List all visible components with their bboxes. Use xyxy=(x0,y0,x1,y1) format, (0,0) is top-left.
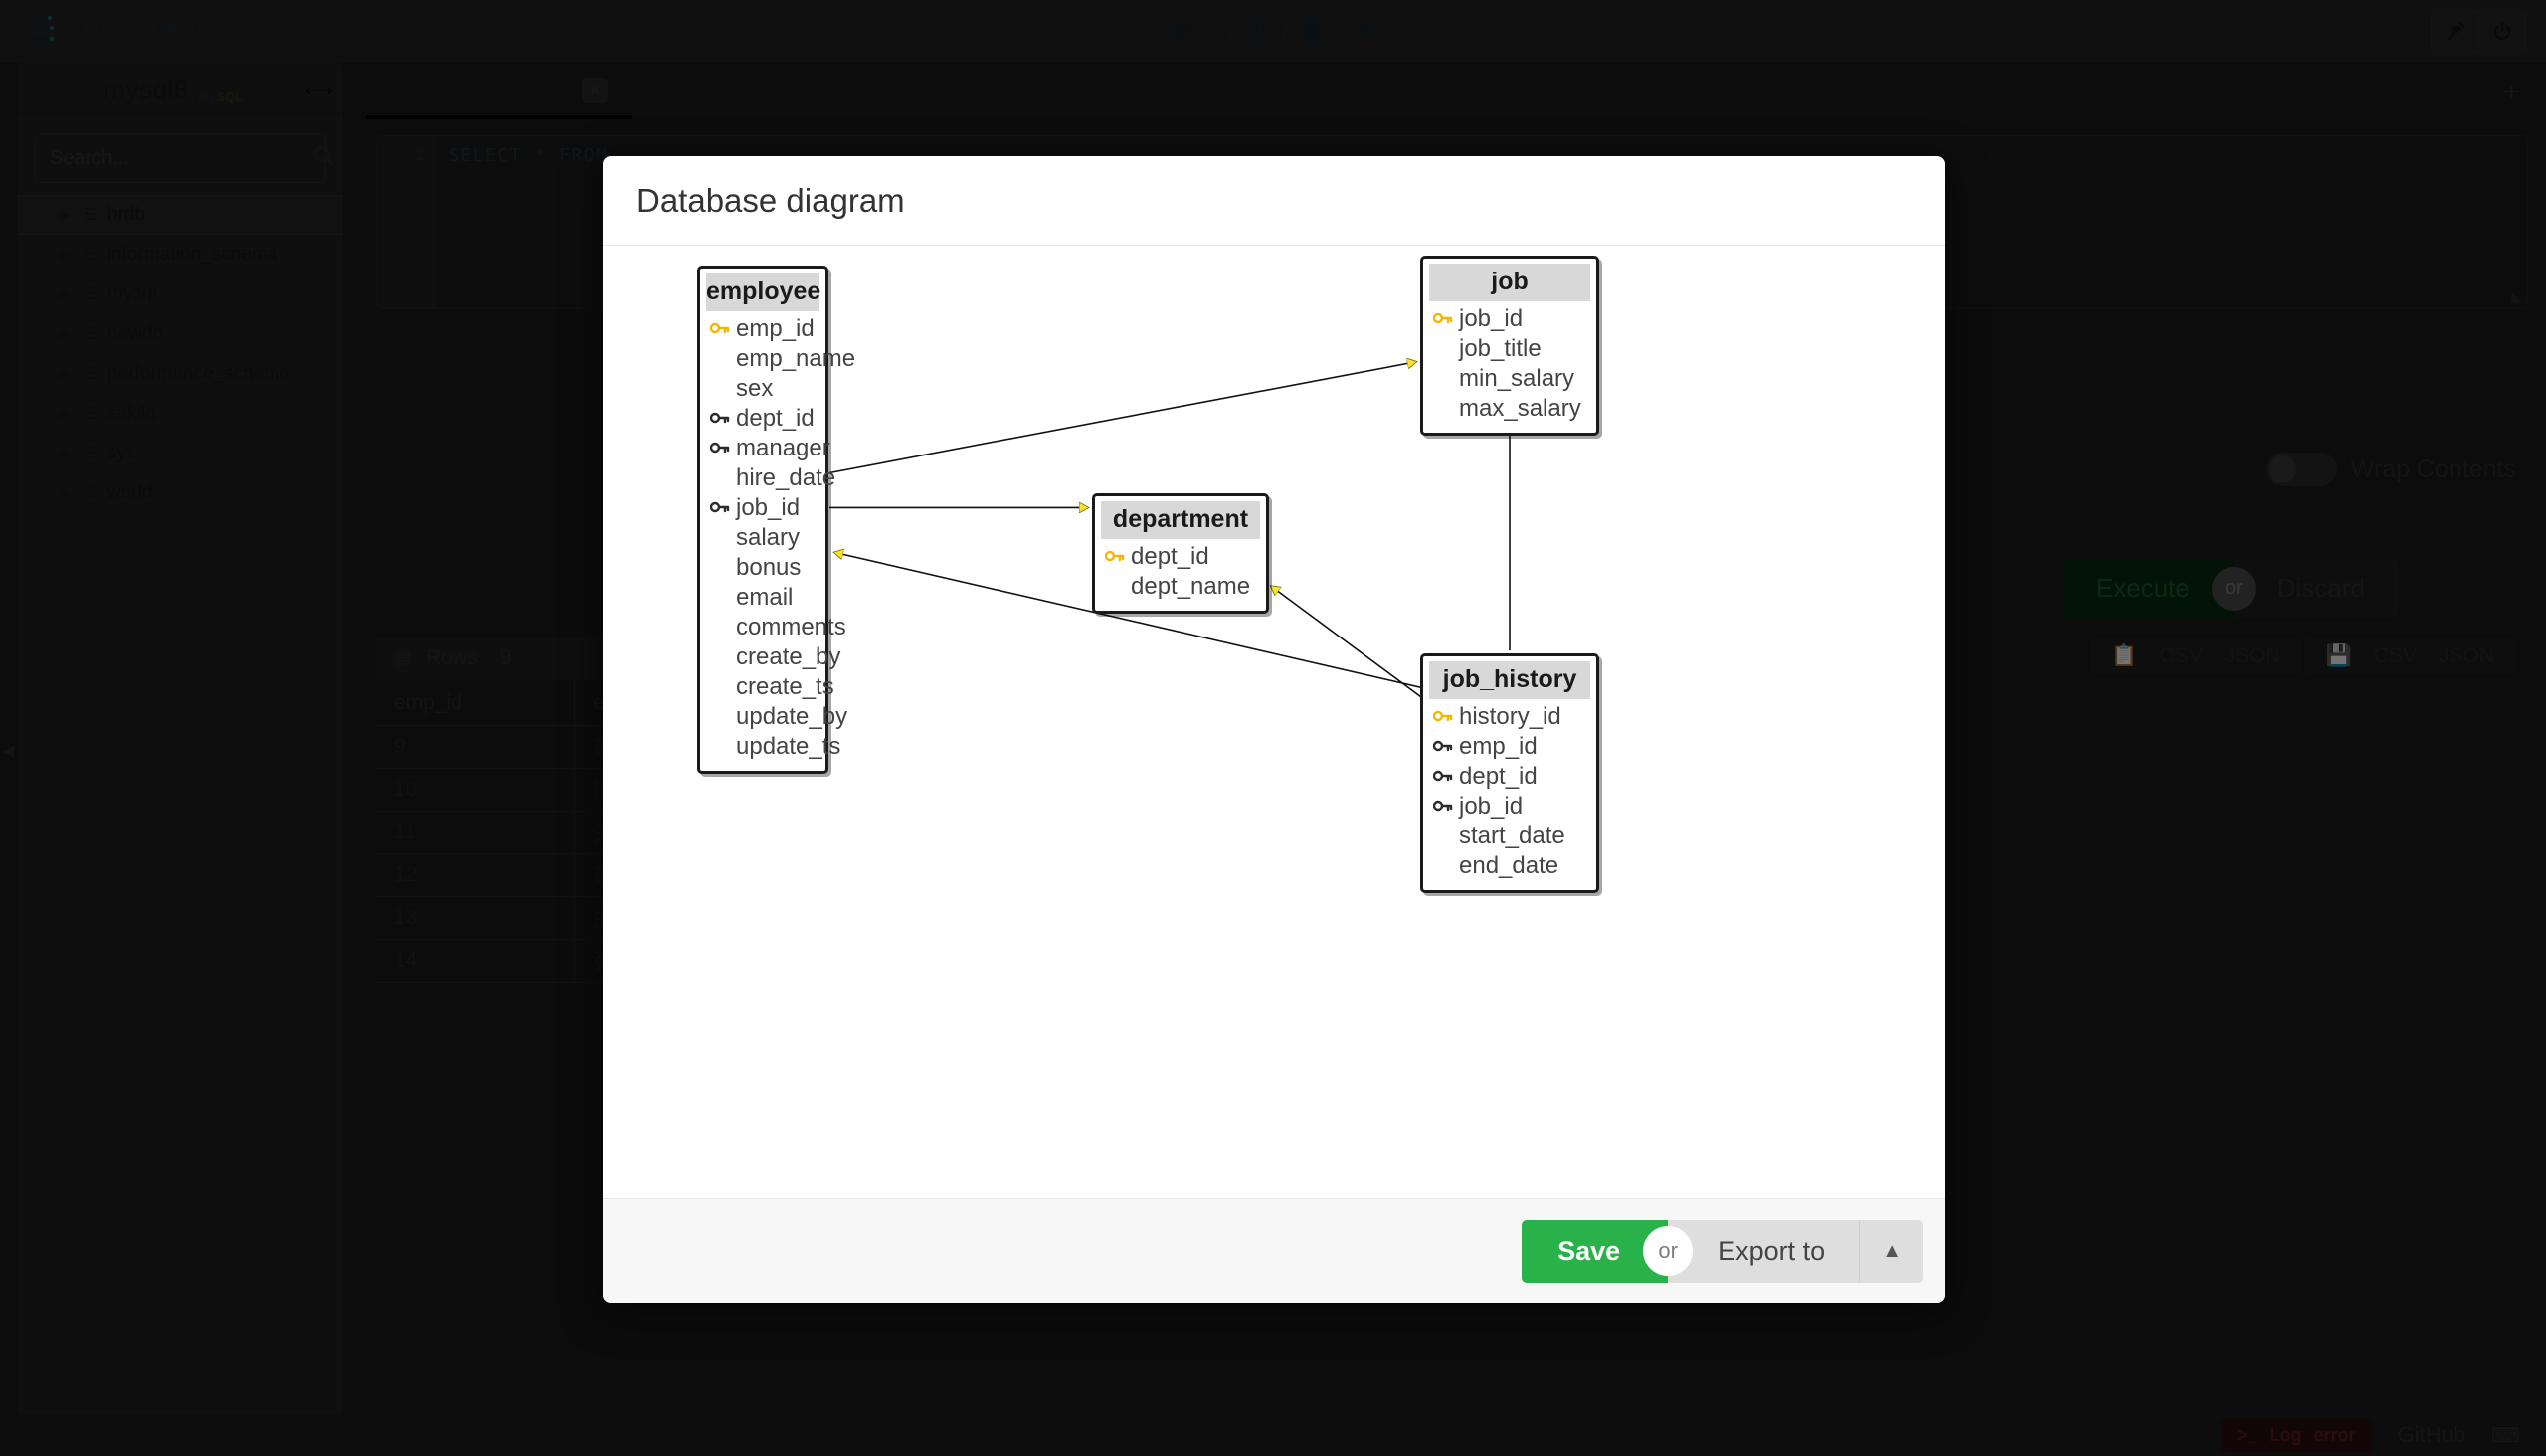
er-table-title: job_history xyxy=(1429,661,1590,699)
er-column: job_title xyxy=(1429,334,1590,364)
er-column: min_salary xyxy=(1429,364,1590,394)
er-column-name: hire_date xyxy=(736,464,836,491)
dialog-actions: Save or Export to ▲ xyxy=(1522,1219,1923,1283)
er-column-name: end_date xyxy=(1459,852,1559,879)
execute-or-label: or xyxy=(2211,566,2256,611)
export-to-button[interactable]: Export to xyxy=(1668,1219,1860,1283)
er-column-name: dept_name xyxy=(1131,573,1251,600)
er-column: salary xyxy=(706,523,819,553)
er-column: start_date xyxy=(1429,821,1590,851)
primary-key-icon xyxy=(1433,709,1459,725)
er-column: hire_date xyxy=(706,463,835,493)
er-column: job_id xyxy=(706,493,819,523)
primary-key-icon xyxy=(1433,311,1459,327)
database-diagram-dialog: Database diagram xyxy=(603,156,1945,1303)
er-column: emp_id xyxy=(1429,732,1590,762)
er-column: job_id xyxy=(1429,304,1590,334)
er-table-job_history[interactable]: job_history history_id emp_id xyxy=(1420,653,1599,893)
er-column: email xyxy=(706,583,819,613)
primary-key-icon xyxy=(710,321,736,337)
er-column-name: update_ts xyxy=(736,733,841,760)
er-column-name: emp_name xyxy=(736,345,856,372)
er-column-name: min_salary xyxy=(1459,365,1575,392)
er-column: manager xyxy=(706,434,830,463)
er-column-name: max_salary xyxy=(1459,395,1581,422)
er-column-name: manager xyxy=(736,435,830,461)
er-column-name: job_id xyxy=(1459,793,1524,819)
relationship-links xyxy=(828,246,1945,729)
foreign-key-icon xyxy=(710,411,736,427)
er-column-name: email xyxy=(736,584,794,611)
er-column: max_salary xyxy=(1429,394,1590,424)
er-column: create_ts xyxy=(706,672,834,702)
er-column-name: job_id xyxy=(736,494,801,521)
er-table-title: employee xyxy=(706,273,820,311)
er-column: create_by xyxy=(706,642,840,672)
er-table-title: department xyxy=(1101,501,1260,539)
er-column-name: update_by xyxy=(736,703,848,730)
foreign-key-icon xyxy=(710,441,736,456)
er-column: update_by xyxy=(706,702,847,732)
er-column: dept_id xyxy=(1429,762,1590,792)
er-column: sex xyxy=(706,374,819,404)
er-table-department[interactable]: department dept_id dept_name xyxy=(1092,493,1269,614)
link-employee-job xyxy=(828,362,1416,474)
foreign-key-icon xyxy=(1433,799,1459,815)
or-label: or xyxy=(1643,1226,1694,1276)
dialog-title: Database diagram xyxy=(636,181,905,219)
er-column-name: bonus xyxy=(736,554,802,581)
er-column: history_id xyxy=(1429,702,1590,732)
chevron-up-icon[interactable]: ▲ xyxy=(1859,1219,1923,1283)
er-column: end_date xyxy=(1429,851,1590,881)
er-column-name: comments xyxy=(736,614,846,640)
er-table-employee[interactable]: employee emp_id emp_name sex xyxy=(697,266,855,774)
er-column-name: history_id xyxy=(1459,703,1561,730)
er-column-name: job_id xyxy=(1459,305,1524,332)
er-column-name: start_date xyxy=(1459,822,1565,849)
link-jobhistory-employee xyxy=(834,552,1464,698)
er-column-name: create_by xyxy=(736,643,841,670)
er-column-name: create_ts xyxy=(736,673,834,700)
foreign-key-icon xyxy=(710,500,736,516)
er-column-name: salary xyxy=(736,524,801,551)
dialog-footer: Save or Export to ▲ xyxy=(603,1198,1945,1303)
er-table-job[interactable]: job job_id job_title min_salary xyxy=(1420,256,1599,436)
dialog-header: Database diagram xyxy=(603,156,1945,246)
er-table-title: job xyxy=(1429,264,1590,301)
er-column: job_id xyxy=(1429,792,1590,821)
primary-key-icon xyxy=(1105,549,1131,565)
er-column-name: dept_id xyxy=(1131,543,1209,570)
foreign-key-icon xyxy=(1433,739,1459,755)
er-column: emp_name xyxy=(706,344,855,374)
er-column: dept_id xyxy=(706,404,819,434)
er-column-name: emp_id xyxy=(736,315,815,342)
er-column-name: job_title xyxy=(1459,335,1542,362)
er-column: dept_name xyxy=(1101,572,1260,602)
er-column-name: dept_id xyxy=(1459,763,1538,790)
er-column: bonus xyxy=(706,553,819,583)
er-column: comments xyxy=(706,613,846,642)
er-column-name: sex xyxy=(736,375,774,402)
er-column: emp_id xyxy=(706,314,819,344)
er-column: update_ts xyxy=(706,732,840,762)
er-column: dept_id xyxy=(1101,542,1260,572)
diagram-canvas[interactable]: employee emp_id emp_name sex xyxy=(603,246,1945,1198)
er-column-name: emp_id xyxy=(1459,733,1538,760)
er-column-name: dept_id xyxy=(736,405,815,432)
foreign-key-icon xyxy=(1433,769,1459,785)
